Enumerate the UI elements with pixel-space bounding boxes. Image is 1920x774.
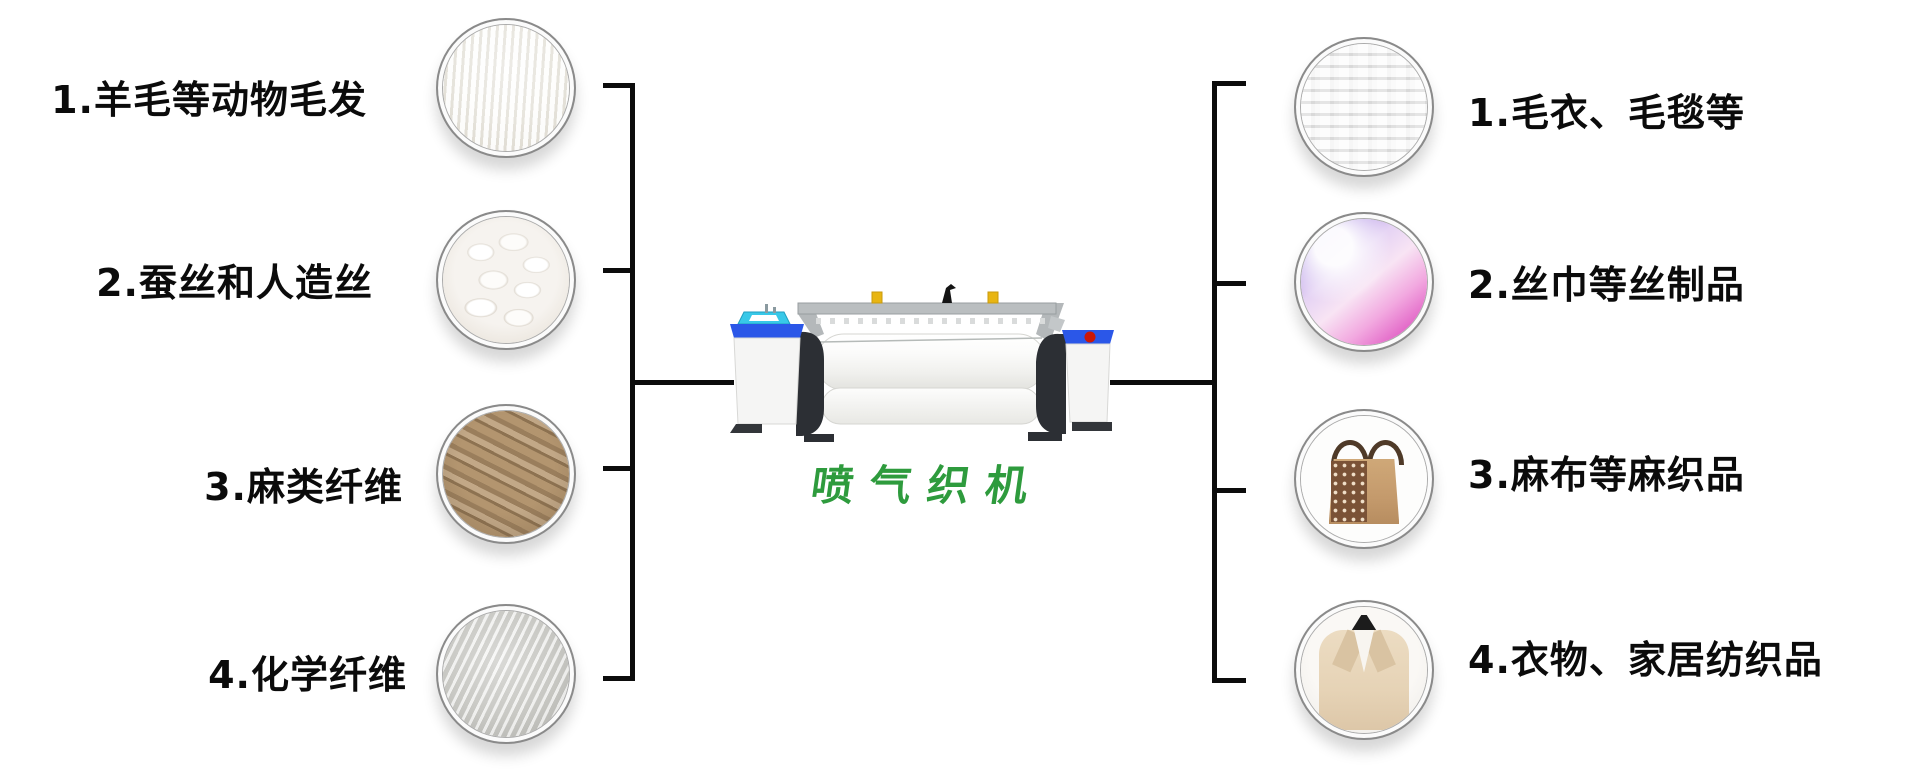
right-bracket-tick-3	[1217, 488, 1246, 493]
left-bracket-tick-4	[603, 676, 632, 681]
left-bracket-tick-2	[603, 268, 632, 273]
white-knit-sweater-image	[1294, 37, 1434, 177]
left-item-label-wool: 1.羊毛等动物毛发	[51, 78, 367, 122]
silk-cocoons-image	[436, 210, 576, 350]
beige-coat-texture	[1301, 607, 1427, 733]
right-connector-line	[1110, 380, 1212, 385]
left-connector-line	[633, 380, 734, 385]
jute-twine-texture	[443, 411, 569, 537]
bag-handle-icon	[1366, 439, 1405, 466]
jute-bag-texture	[1301, 416, 1427, 542]
wool-fleece-image	[436, 18, 576, 158]
jute-twine-ball-image	[436, 404, 576, 544]
left-bracket-vertical-line	[630, 83, 635, 681]
wool-fleece-texture	[443, 25, 569, 151]
left-bracket-tick-1	[603, 83, 632, 88]
machine-title: 喷气织机	[808, 461, 1048, 510]
silk-cocoons-texture	[443, 217, 569, 343]
right-item-label-textile: 4.衣物、家居纺织品	[1468, 638, 1823, 682]
right-item-label-sweater: 1.毛衣、毛毯等	[1468, 91, 1745, 135]
left-bracket-tick-3	[603, 466, 632, 471]
air-jet-loom-illustration	[720, 276, 1140, 446]
beige-coat-image	[1294, 600, 1434, 740]
bag-handle-icon	[1331, 439, 1369, 466]
bag-panel-shape	[1331, 461, 1367, 522]
left-item-label-hemp: 3.麻类纤维	[204, 465, 403, 509]
silk-scarf-texture	[1301, 219, 1427, 345]
jute-bag-image	[1294, 409, 1434, 549]
right-bracket-tick-2	[1217, 281, 1246, 286]
right-item-label-scarf: 2.丝巾等丝制品	[1468, 263, 1745, 307]
left-item-label-silk: 2.蚕丝和人造丝	[96, 261, 373, 305]
loom-svg	[730, 284, 1114, 442]
right-bracket-vertical-line	[1212, 81, 1217, 683]
right-bracket-tick-1	[1217, 81, 1246, 86]
knit-texture	[1301, 44, 1427, 170]
chemical-fiber-image	[436, 604, 576, 744]
chemical-fiber-texture	[443, 611, 569, 737]
right-item-label-linen: 3.麻布等麻织品	[1468, 453, 1745, 497]
right-bracket-tick-4	[1217, 678, 1246, 683]
silk-scarf-image	[1294, 212, 1434, 352]
left-item-label-chemical: 4.化学纤维	[208, 653, 407, 697]
